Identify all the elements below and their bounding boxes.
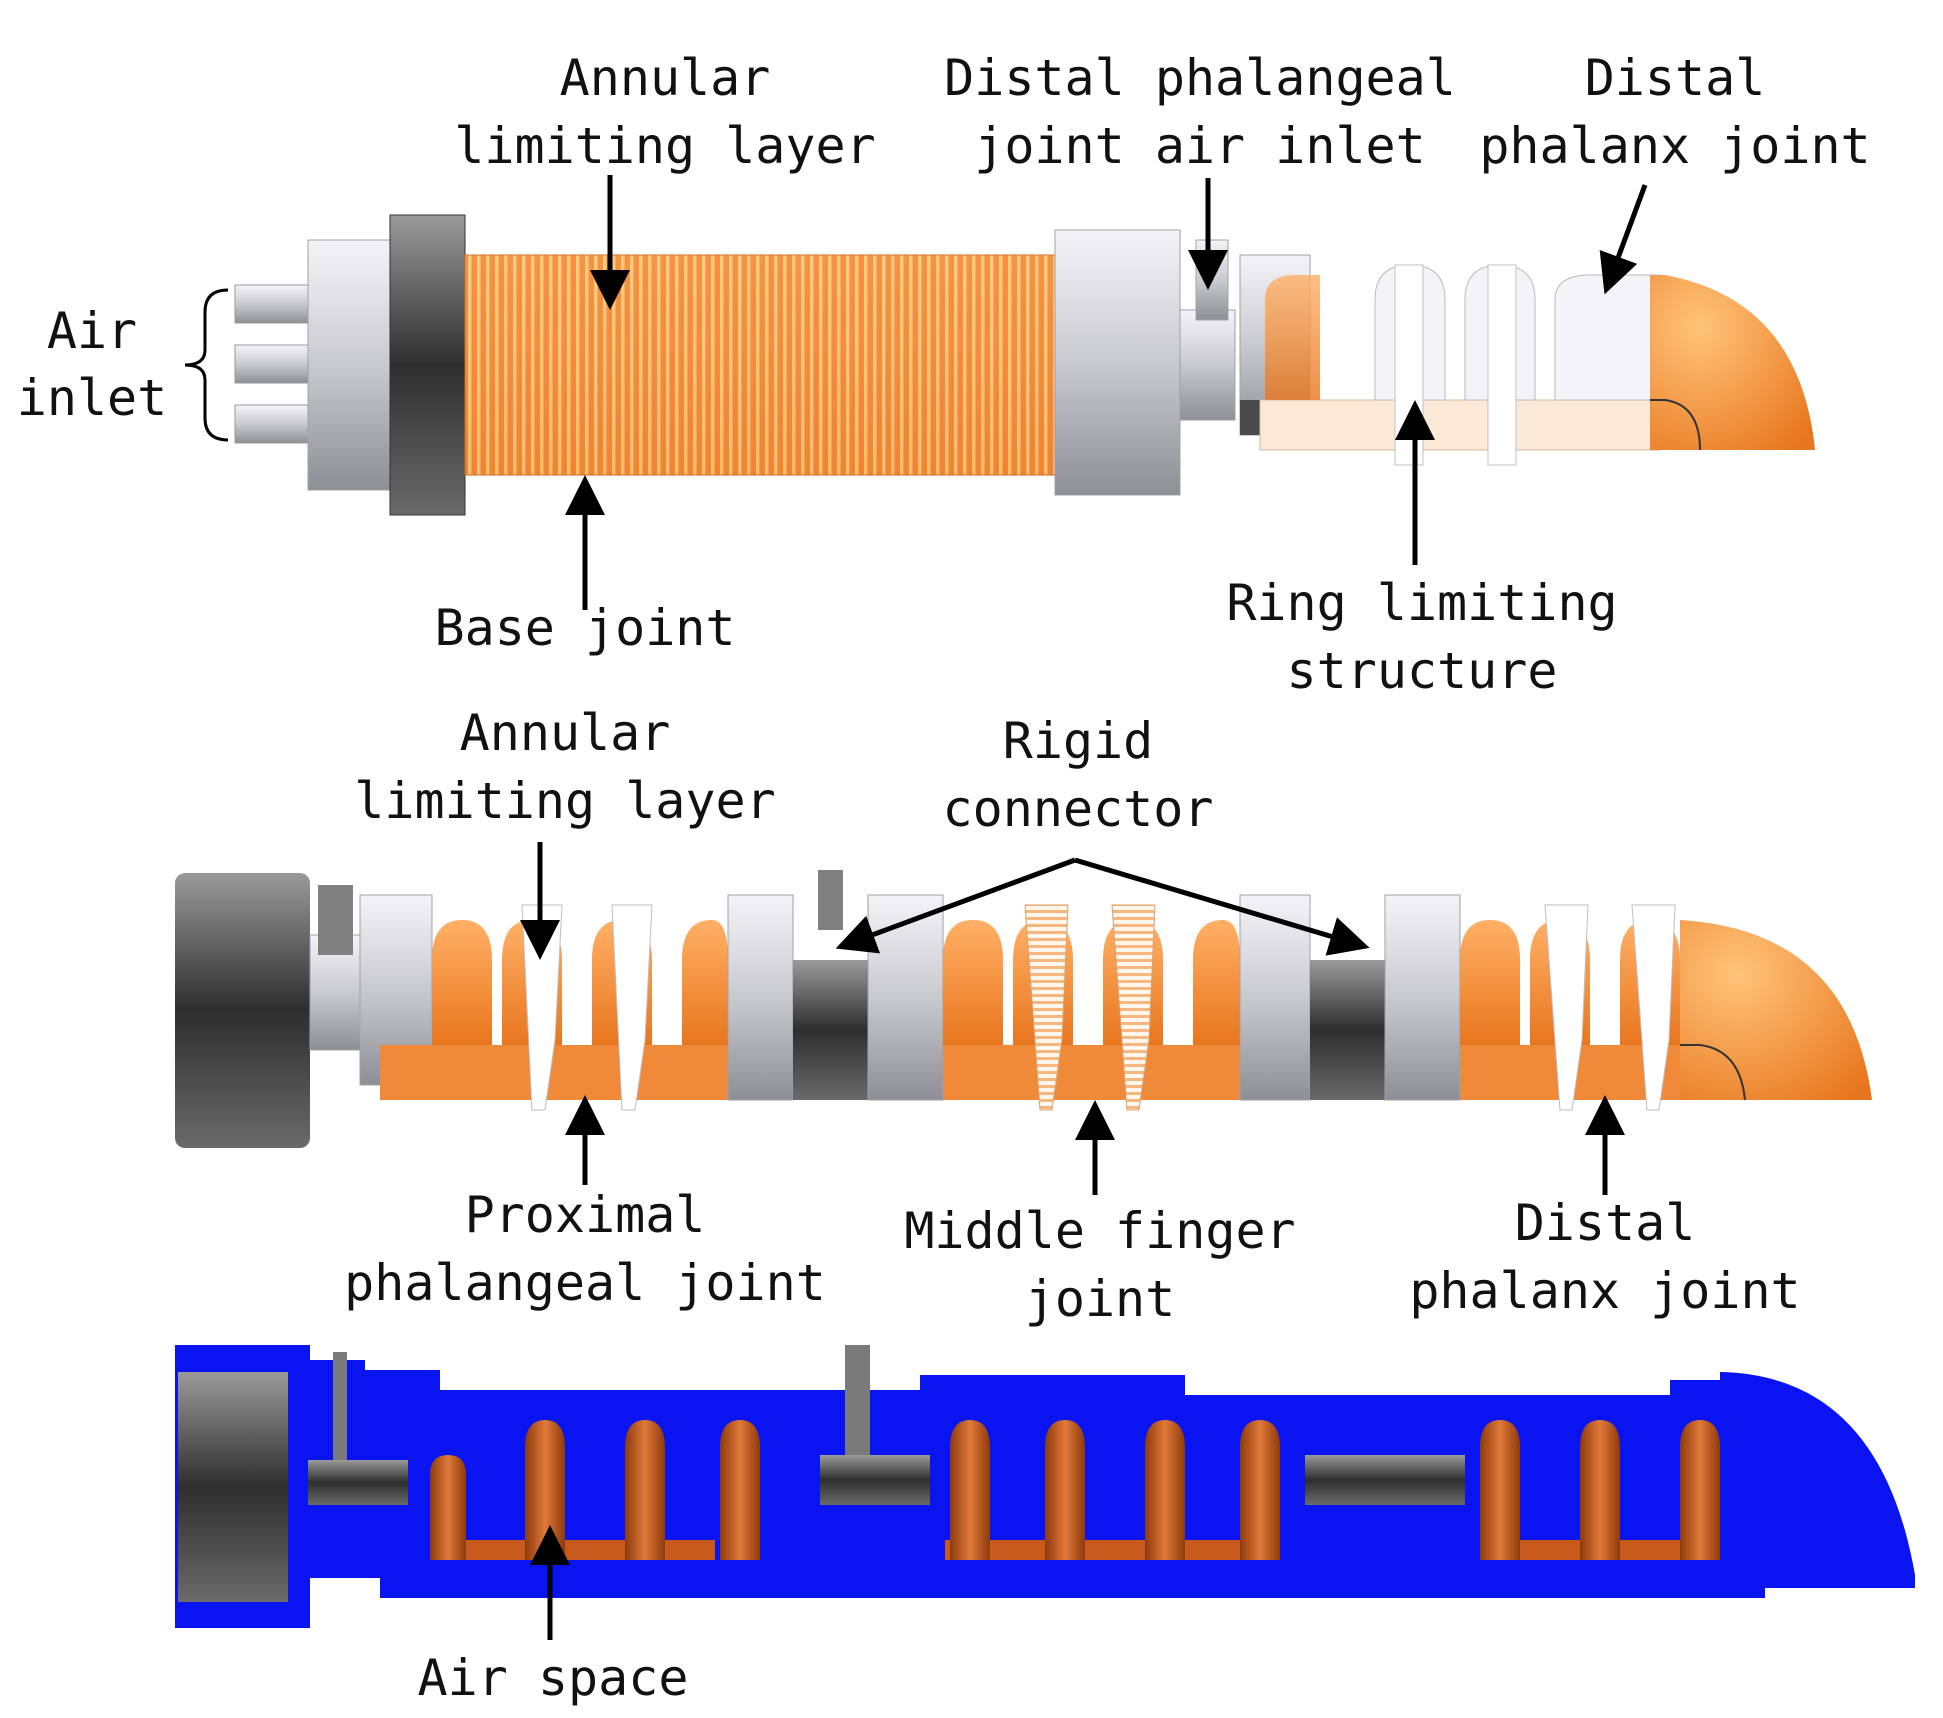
label-ring-limiting-1: Ring limiting (1226, 574, 1617, 632)
label-annular-top-2: limiting layer (454, 117, 875, 175)
label-air-space: Air space (418, 1649, 689, 1707)
air-inlet-pipes (234, 284, 316, 444)
section-rigid-shaft-1 (820, 1455, 930, 1505)
label-middle-finger-1: Middle finger (904, 1202, 1295, 1260)
label-distal-phalanx-top-1: Distal (1585, 49, 1766, 107)
section-air-tube (333, 1352, 347, 1462)
leader-arrows (184, 175, 1648, 1640)
end-wheel (175, 873, 310, 1148)
finger-exterior-view (234, 214, 1815, 516)
label-middle-finger-2: joint (1025, 1270, 1176, 1328)
section-shaft (308, 1460, 408, 1505)
mid-collar (1054, 229, 1181, 496)
finger-section-view (175, 1345, 1915, 1628)
air-tube (318, 885, 353, 955)
label-distal-phalanx-top-2: phalanx joint (1479, 117, 1870, 175)
label-distal-phalanx-mid-1: Distal (1515, 1194, 1696, 1252)
rigid-connector-2 (1239, 894, 1461, 1101)
rigid-connector-1 (727, 870, 944, 1101)
neck (1179, 309, 1236, 421)
middle-chambers (943, 904, 1240, 1111)
label-annular-mid-1: Annular (460, 704, 671, 762)
label-annular-mid-2: limiting layer (354, 772, 775, 830)
label-base-joint: Base joint (434, 599, 735, 657)
label-distal-air-inlet-1: Distal phalangeal (944, 49, 1456, 107)
label-rigid-connector-2: connector (943, 780, 1214, 838)
label-air-inlet-1: Air (47, 302, 137, 360)
section-rigid-tube-1 (845, 1345, 870, 1460)
distal-air-inlet-tube (1195, 239, 1229, 321)
distal-segment (1259, 264, 1815, 466)
label-ring-limiting-2: structure (1287, 642, 1558, 700)
section-wheel (178, 1372, 288, 1602)
base-flange (389, 214, 466, 516)
finger-side-view (175, 870, 1872, 1148)
air-inlet-brace (184, 288, 229, 442)
base-cap (307, 239, 391, 491)
orange-base-strip (380, 1045, 1860, 1100)
base-joint-shade (465, 255, 1055, 475)
label-proximal-2: phalangeal joint (344, 1254, 826, 1312)
label-distal-phalanx-mid-2: phalanx joint (1409, 1262, 1800, 1320)
label-proximal-1: Proximal (465, 1186, 706, 1244)
label-distal-air-inlet-2: joint air inlet (974, 117, 1426, 175)
label-rigid-connector-1: Rigid (1003, 712, 1154, 770)
label-air-inlet-2: inlet (17, 369, 168, 427)
section-rigid-shaft-2 (1305, 1455, 1465, 1505)
callout-labels: Air inlet Annular limiting layer Distal … (17, 49, 1871, 1707)
distal-chambers (1460, 904, 1872, 1111)
label-annular-top-1: Annular (560, 49, 771, 107)
air-space-channels (430, 1420, 1720, 1560)
